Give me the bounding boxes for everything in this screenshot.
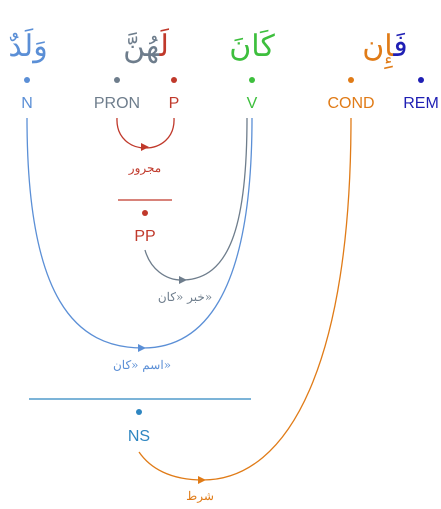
arrow-majrur: [141, 143, 149, 151]
arrow-shart: [198, 476, 206, 484]
tag-pp: PP: [134, 228, 155, 245]
relation-ism: اسم «كان»: [113, 358, 171, 372]
tag-v: V: [247, 95, 258, 112]
word-lahunna-preposition: لَ: [159, 27, 169, 64]
arc-majrur: [116, 117, 175, 149]
word-fain-particle: فَ: [392, 29, 407, 64]
tag-rem: REM: [403, 95, 439, 112]
node-dot-pron: [114, 77, 120, 83]
word-fain: فَإِن: [362, 29, 408, 70]
tag-pron: PRON: [94, 95, 140, 112]
arrow-ism: [138, 344, 146, 352]
relation-shart: شرط: [186, 489, 214, 503]
word-lahunna-pronoun: هُنَّ: [123, 29, 161, 64]
node-dot-cond: [348, 77, 354, 83]
word-lahunna: لَهُنَّ: [123, 27, 169, 64]
relation-khabar: خبر «كان»: [158, 290, 212, 304]
node-dot-n: [24, 77, 30, 83]
node-dot-ns: [136, 409, 142, 415]
tag-p: P: [169, 95, 180, 112]
word-walad: وَلَدٌ: [8, 27, 47, 64]
relation-majrur: مجرور: [128, 161, 161, 175]
tag-ns: NS: [128, 428, 150, 445]
node-dot-v: [249, 77, 255, 83]
arc-shart: [138, 117, 352, 481]
arrow-khabar: [179, 276, 187, 284]
word-kana: كَانَ: [229, 29, 275, 64]
node-dot-rem: [418, 77, 424, 83]
tag-n: N: [21, 95, 33, 112]
tag-cond: COND: [327, 95, 374, 112]
node-dot-pp: [142, 210, 148, 216]
word-fain-conditional: إِن: [362, 29, 394, 70]
arc-khabar: [144, 117, 248, 281]
node-dot-p: [171, 77, 177, 83]
